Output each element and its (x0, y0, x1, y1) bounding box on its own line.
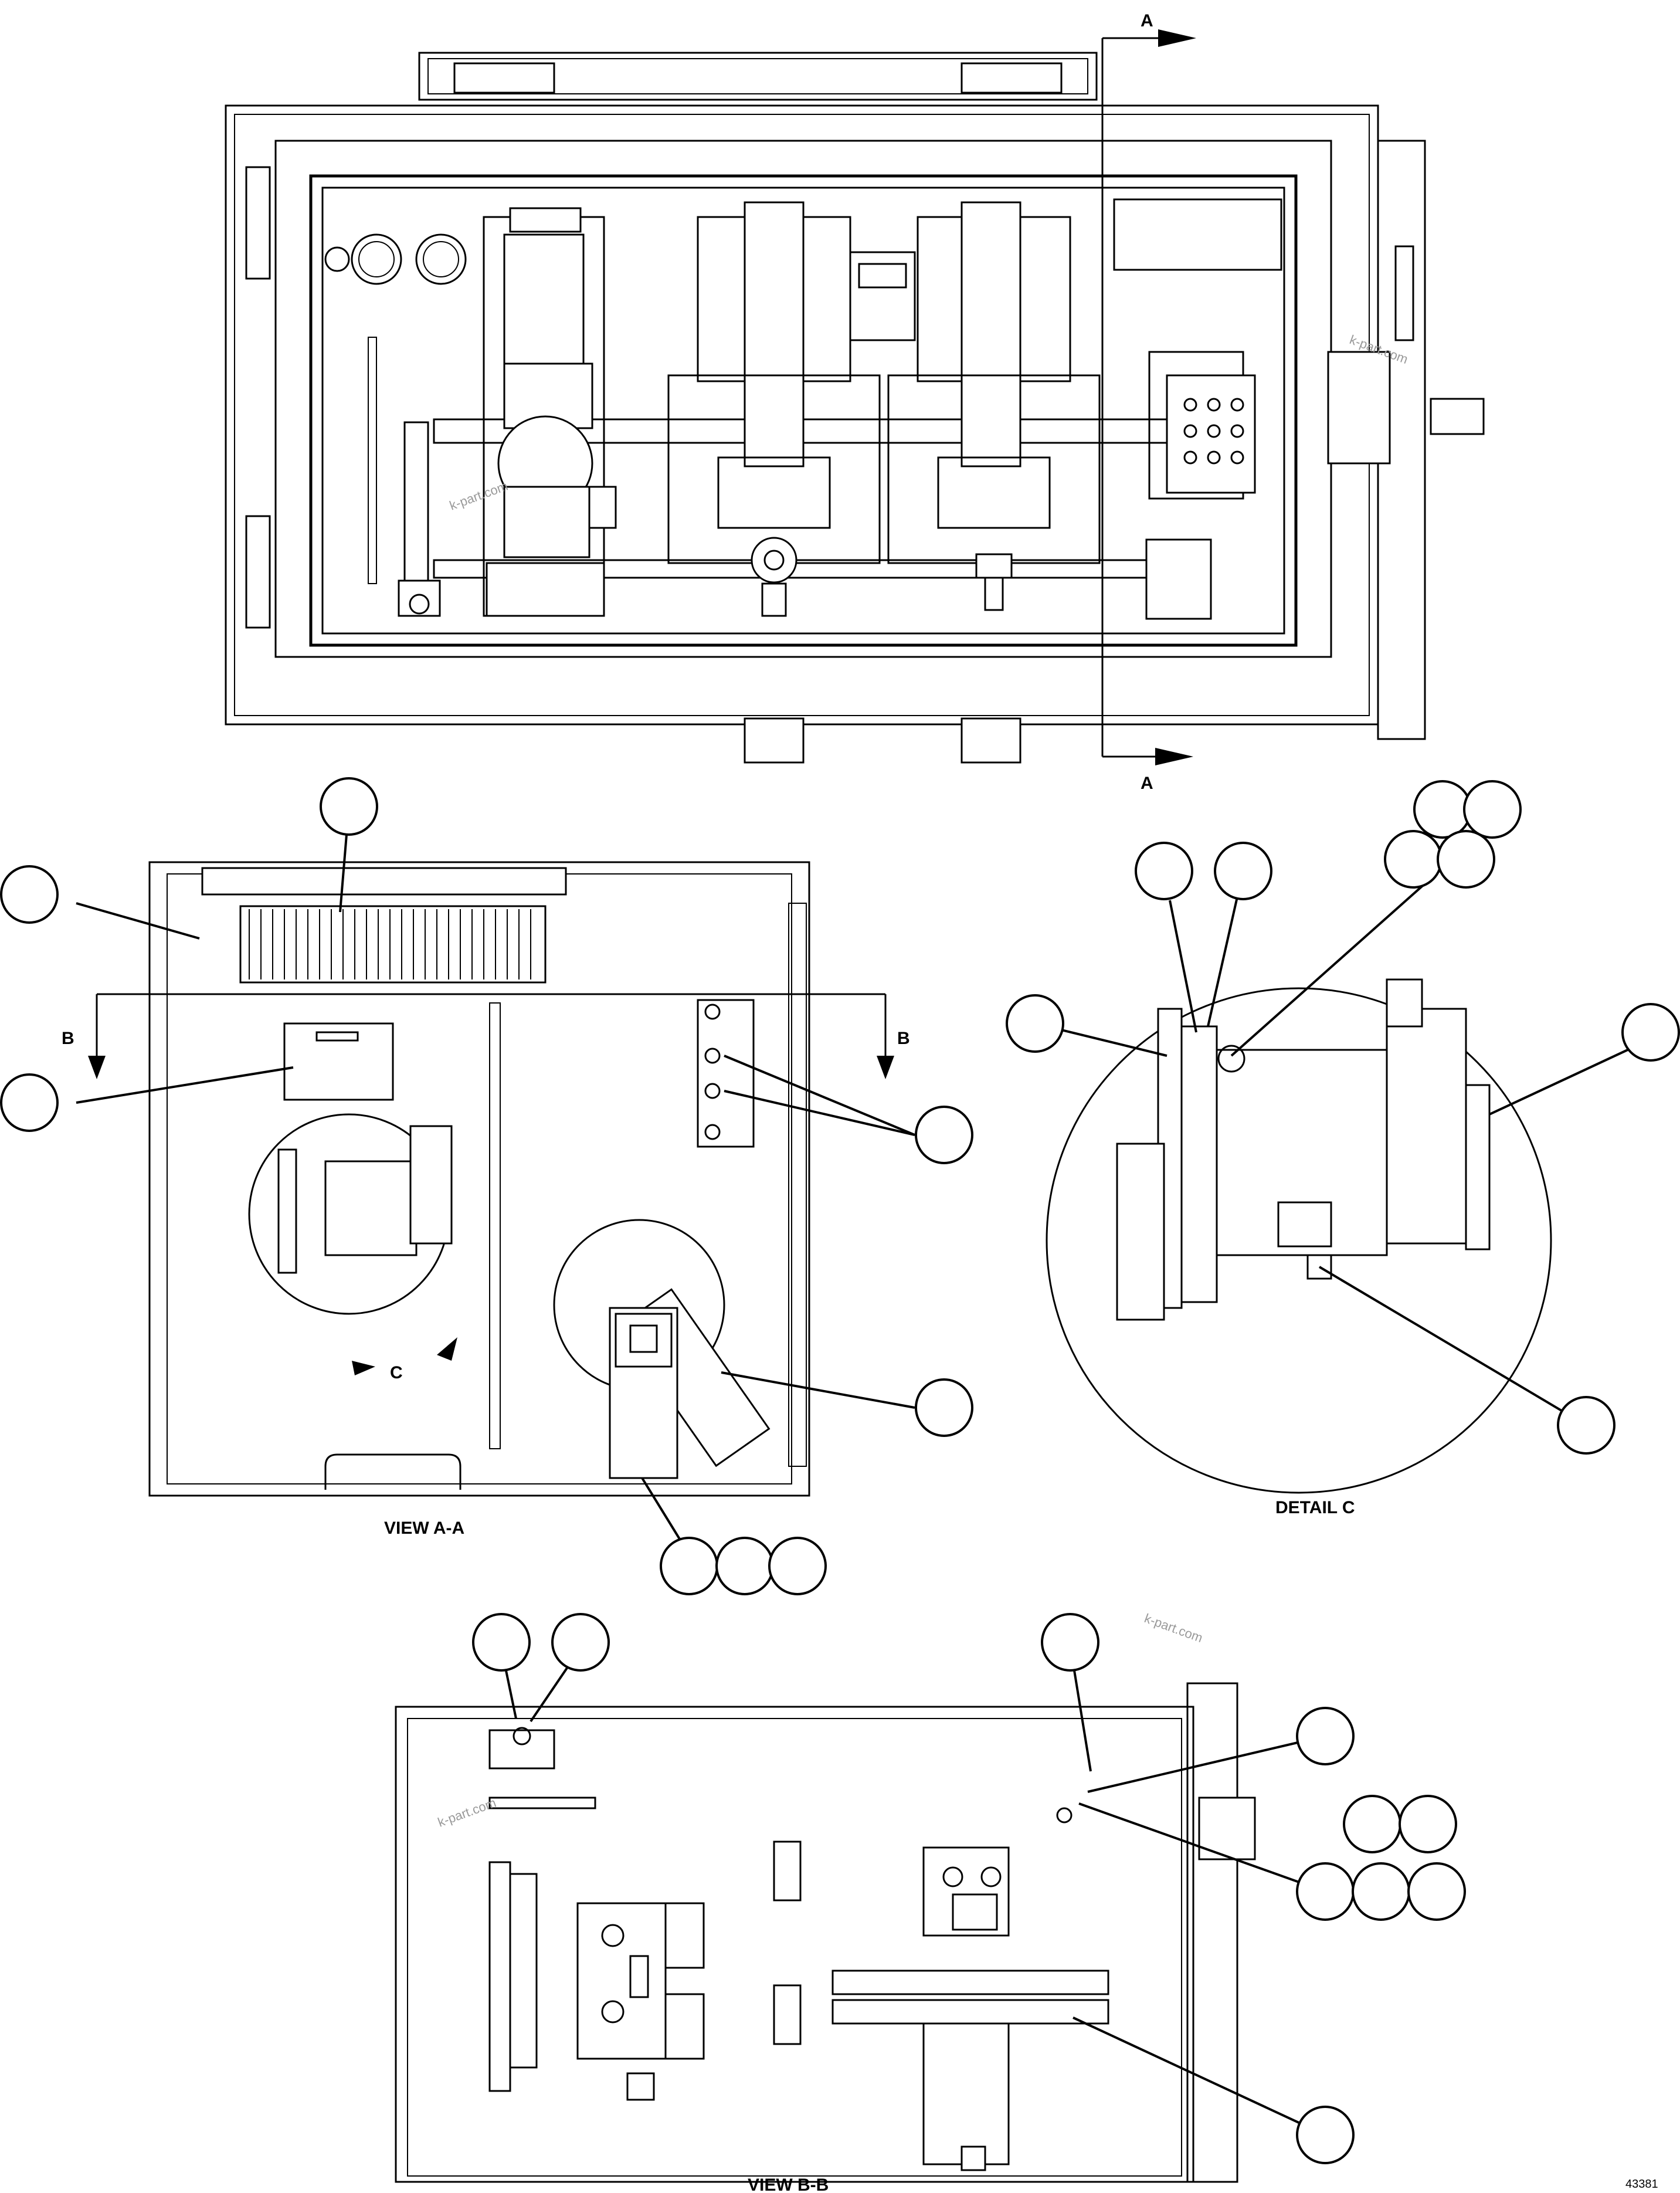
callout-bubble (1399, 1795, 1457, 1853)
callout-bubble (1463, 780, 1522, 839)
detail-c: DETAIL C (1046, 978, 1552, 1517)
callout-bubble (320, 777, 378, 836)
callout-bubble (915, 1378, 973, 1437)
callout-bubble (1296, 1862, 1355, 1921)
callout-bubble (472, 1613, 531, 1672)
callout-bubble (768, 1537, 827, 1595)
watermark: k-part.com (447, 479, 510, 513)
callout-bubble (1557, 1396, 1615, 1455)
callout-bubble (915, 1106, 973, 1164)
callout-bubble (1352, 1862, 1410, 1921)
view-bb-label: VIEW B-B (748, 2175, 829, 2193)
top-view: A A k-part.com k-part.com (225, 11, 1485, 793)
detail-c-label: DETAIL C (1275, 1498, 1355, 1517)
document-number: 43381 (1625, 2178, 1658, 2191)
section-b-left-label: B (62, 1029, 74, 1048)
callout-bubble (551, 1613, 610, 1672)
callout-bubble (0, 865, 59, 924)
watermark: k-part.com (436, 1795, 498, 1830)
callout-bubble (1621, 1003, 1680, 1062)
breaker-right (887, 201, 1101, 611)
callout-bubble (1407, 1862, 1466, 1921)
callout-bubble (1296, 1707, 1355, 1765)
callout-bubble (1413, 780, 1472, 839)
watermark: k-part.com (1142, 1611, 1204, 1645)
leader-lines (76, 806, 1666, 2136)
callout-bubble (1006, 994, 1064, 1053)
section-b-right-label: B (897, 1029, 910, 1048)
callout-bubble (1296, 2106, 1355, 2164)
callout-bubble (660, 1537, 718, 1595)
callout-bubble (1041, 1613, 1099, 1672)
detail-c-marker: C (390, 1363, 403, 1382)
view-bb: VIEW B-B k-part.com k-part.com (395, 1611, 1256, 2193)
callout-bubble (1214, 842, 1272, 900)
callout-bubbles (0, 777, 1680, 2164)
callout-bubble (0, 1073, 59, 1132)
callout-bubble (1437, 830, 1495, 889)
callout-bubble (1135, 842, 1193, 900)
callout-bubble (1384, 830, 1443, 889)
section-a-bottom-label: A (1141, 774, 1153, 793)
section-a-top-label: A (1141, 11, 1153, 30)
view-aa: B B C VIEW A-A (62, 861, 910, 1538)
callout-bubble (1343, 1795, 1401, 1853)
callout-bubble (715, 1537, 774, 1595)
breaker-left (667, 201, 881, 617)
view-aa-label: VIEW A-A (384, 1519, 464, 1538)
